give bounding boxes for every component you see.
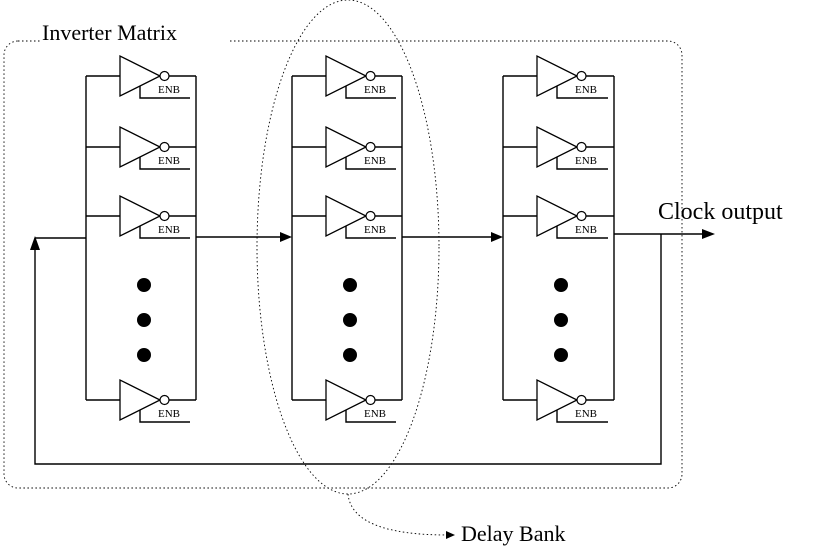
clock-output-label: Clock output	[658, 199, 783, 225]
ellipsis-dot	[137, 313, 151, 327]
enable-label: ENB	[575, 155, 597, 167]
inverter-column-1: ENB ENB ENB ENB	[85, 54, 197, 423]
enable-label: ENB	[575, 84, 597, 96]
inverter-columns: ENB ENB ENB ENB ENB ENB ENB ENB ENB ENB ENB ENB	[85, 54, 615, 423]
ellipsis-dot	[343, 348, 357, 362]
ellipsis-dot	[554, 278, 568, 292]
ellipsis-dot	[554, 348, 568, 362]
matrix-label-backdrop	[40, 30, 228, 50]
enable-label: ENB	[158, 84, 180, 96]
inverter-gate: ENB	[292, 54, 402, 99]
matrix-boundary	[3, 40, 683, 489]
inverter-gate: ENB	[86, 125, 196, 170]
delay-bank-label: Delay Bank	[461, 521, 565, 546]
delay-bank-pointer	[347, 493, 449, 536]
inverter-column-2: ENB ENB ENB ENB	[291, 54, 403, 423]
inverter-gate: ENB	[503, 125, 614, 170]
enable-label: ENB	[364, 224, 386, 236]
clock-output-arrowhead	[702, 229, 715, 239]
enable-label: ENB	[158, 408, 180, 420]
inverter-gate: ENB	[292, 194, 402, 239]
inverter-gate: ENB	[503, 194, 614, 239]
delay-bank-ellipse	[256, 0, 440, 495]
enable-label: ENB	[158, 155, 180, 167]
enable-label: ENB	[364, 408, 386, 420]
feedback-loop-wire	[34, 234, 662, 465]
enable-label: ENB	[364, 155, 386, 167]
arrow-into-col2	[280, 232, 292, 242]
ellipsis-dot	[343, 278, 357, 292]
inverter-gate: ENB	[86, 378, 196, 423]
inverter-column-3: ENB ENB ENB ENB	[502, 54, 615, 423]
matrix-label: Inverter Matrix	[42, 20, 177, 45]
ellipsis-dot	[137, 278, 151, 292]
ellipsis-dot	[137, 348, 151, 362]
ellipsis-dot	[343, 313, 357, 327]
inverter-gate: ENB	[86, 194, 196, 239]
enable-label: ENB	[575, 224, 597, 236]
enable-label: ENB	[364, 84, 386, 96]
enable-label: ENB	[158, 224, 180, 236]
feedback-arrowhead	[30, 236, 40, 250]
inverter-gate: ENB	[292, 125, 402, 170]
ellipsis-dot	[554, 313, 568, 327]
delay-bank-pointer-arrowhead	[446, 531, 455, 539]
inverter-gate: ENB	[292, 378, 402, 423]
arrow-into-col3	[491, 232, 503, 242]
inverter-gate: ENB	[86, 54, 196, 99]
enable-label: ENB	[575, 408, 597, 420]
inverter-gate: ENB	[503, 54, 614, 99]
inverter-gate: ENB	[503, 378, 614, 423]
